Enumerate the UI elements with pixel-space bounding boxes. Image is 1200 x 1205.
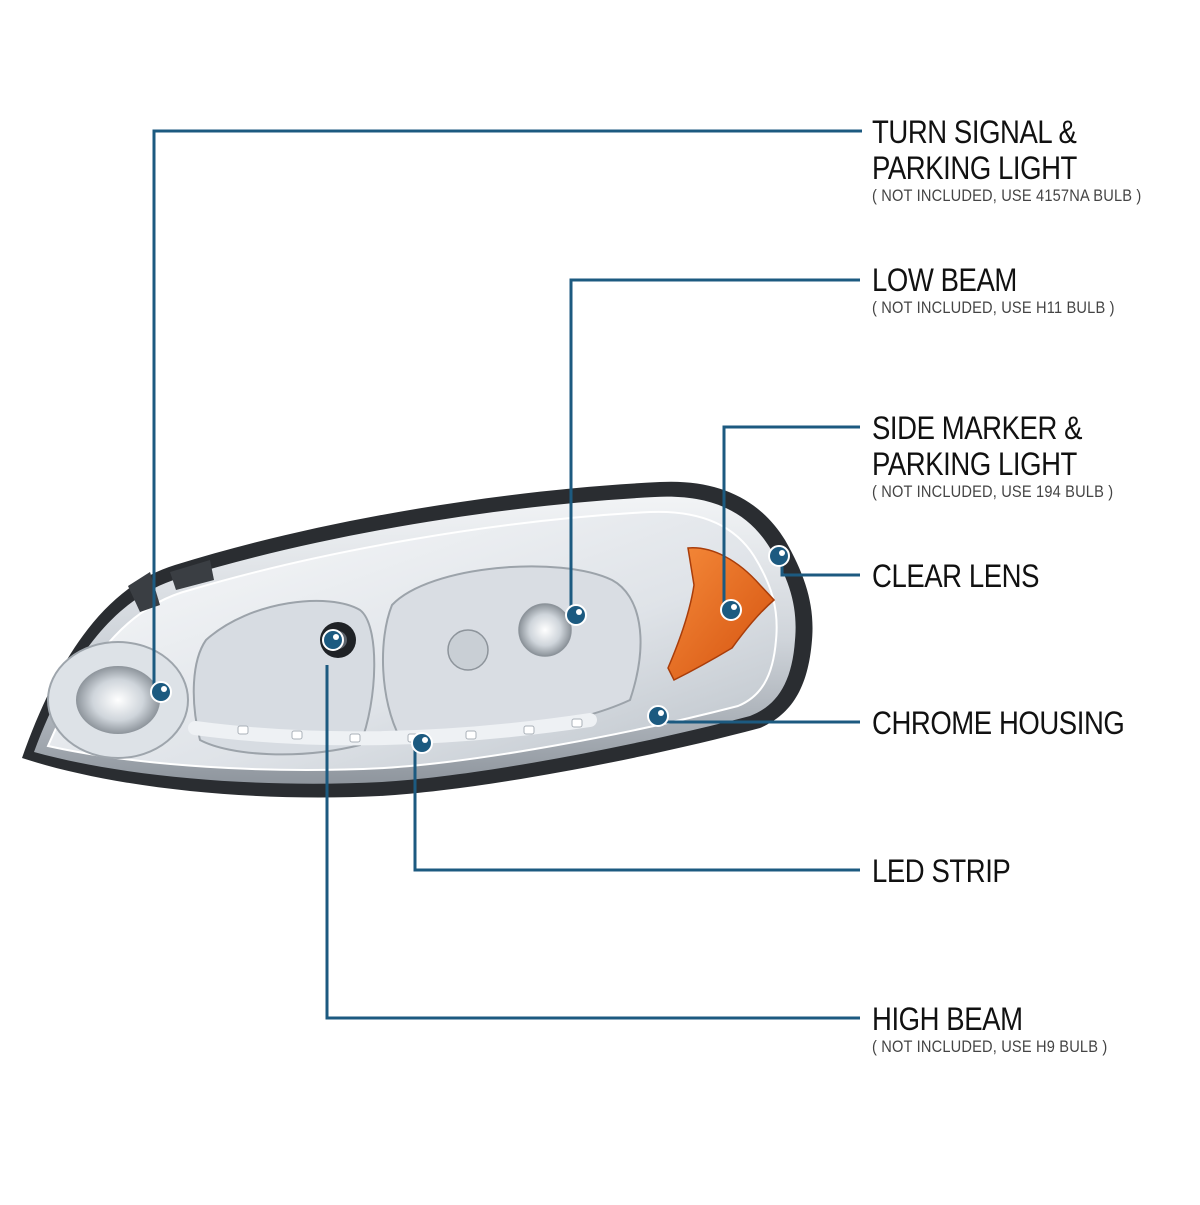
turn-signal-bulb	[76, 666, 160, 734]
callout-label-chrome-housing: CHROME HOUSING	[872, 705, 1165, 741]
callout-title: HIGH BEAM	[872, 1001, 1023, 1037]
mounting-tab	[170, 560, 214, 590]
callout-note: ( NOT INCLUDED, USE H11 BULB )	[872, 298, 1115, 317]
callout-title: PARKING LIGHT	[872, 446, 1077, 482]
low-beam-projector	[447, 629, 489, 671]
callout-title: PARKING LIGHT	[872, 150, 1077, 186]
callout-note: ( NOT INCLUDED, USE 4157NA BULB )	[872, 186, 1142, 205]
callout-line-low-beam	[569, 278, 860, 615]
callout-title: LED STRIP	[872, 853, 1011, 889]
callout-label-side-marker: SIDE MARKER & PARKING LIGHT ( NOT INCLUD…	[872, 410, 1153, 502]
marker-dot-high-beam	[322, 629, 344, 651]
marker-dot-led-strip	[411, 732, 433, 754]
marker-dot-low-beam	[565, 604, 587, 626]
callout-line-turn-signal	[152, 129, 862, 692]
callout-title: TURN SIGNAL &	[872, 114, 1077, 150]
callout-title: CLEAR LENS	[872, 558, 1040, 594]
callout-note: ( NOT INCLUDED, USE H9 BULB )	[872, 1037, 1108, 1056]
callout-label-led-strip: LED STRIP	[872, 853, 1033, 889]
marker-dot-side-marker	[720, 599, 742, 621]
callout-line-side-marker	[722, 425, 860, 610]
marker-dot-chrome-housing	[647, 705, 669, 727]
callout-dots	[150, 545, 790, 754]
callout-line-led-strip	[413, 743, 860, 872]
mounting-tab	[128, 572, 160, 612]
callout-note: ( NOT INCLUDED, USE 194 BULB )	[872, 482, 1114, 501]
low-beam-bulb	[518, 603, 572, 657]
callout-line-high-beam	[325, 665, 860, 1020]
callout-label-clear-lens: CLEAR LENS	[872, 558, 1066, 594]
marker-dot-clear-lens	[768, 545, 790, 567]
callout-lines	[152, 129, 862, 1020]
callout-label-low-beam: LOW BEAM ( NOT INCLUDED, USE H11 BULB )	[872, 262, 1154, 318]
callout-label-turn-signal: TURN SIGNAL & PARKING LIGHT ( NOT INCLUD…	[872, 114, 1185, 206]
marker-dot-turn-signal	[150, 681, 172, 703]
callout-title: CHROME HOUSING	[872, 705, 1125, 741]
callout-title: SIDE MARKER &	[872, 410, 1083, 446]
callout-label-high-beam: HIGH BEAM ( NOT INCLUDED, USE H9 BULB )	[872, 1001, 1146, 1057]
callout-title: LOW BEAM	[872, 262, 1017, 298]
